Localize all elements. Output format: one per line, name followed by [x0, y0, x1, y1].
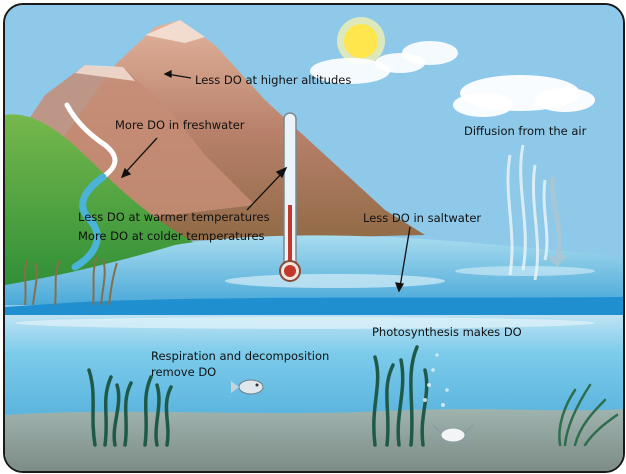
scene [5, 5, 623, 471]
arrows [120, 69, 411, 293]
label-colder: More DO at colder temperatures [78, 229, 265, 243]
label-photosynthesis: Photosynthesis makes DO [372, 325, 522, 339]
arrowhead-freshwater-icon [120, 167, 132, 179]
arrow-temperature [246, 171, 284, 211]
label-freshwater: More DO in freshwater [115, 118, 245, 132]
water-shine [225, 274, 445, 288]
diffusion-streaks [506, 144, 549, 281]
arrowhead-temperature-icon [275, 166, 288, 179]
reeds-icon [24, 256, 118, 306]
arrowhead-saltwater-icon [395, 282, 405, 293]
lake [5, 235, 623, 305]
water-surface-band [5, 297, 623, 317]
arrowhead-altitude-icon [163, 69, 172, 79]
surface-highlight [15, 317, 595, 329]
arrow-freshwater [124, 137, 158, 174]
seagrass-icon-right [558, 383, 619, 447]
label-respiration-line2: remove DO [151, 365, 217, 379]
thermometer-icon [279, 112, 301, 282]
fish-icon [231, 379, 264, 395]
arrow-saltwater [399, 226, 411, 288]
cloud-icon [310, 41, 595, 117]
diagram-frame: Less DO at higher altitudes More DO in f… [3, 3, 625, 473]
sun-icon [337, 17, 385, 65]
snow-cap [145, 20, 205, 43]
label-altitude: Less DO at higher altitudes [195, 73, 352, 87]
label-diffusion: Diffusion from the air [464, 124, 587, 138]
bubbles-icon [423, 353, 449, 407]
label-respiration-line1: Respiration and decomposition [151, 349, 330, 363]
snow-cap-front [75, 65, 135, 81]
underwater [5, 315, 623, 425]
label-warmer: Less DO at warmer temperatures [78, 210, 270, 224]
crab-icon [432, 424, 474, 446]
green-hill [5, 114, 199, 291]
label-saltwater: Less DO in saltwater [363, 211, 482, 225]
seagrass-icon [87, 368, 173, 447]
seabed [5, 409, 623, 471]
water-shine-2 [455, 266, 595, 276]
seagrass-icon-center [372, 345, 429, 447]
river-lower [71, 173, 107, 271]
river [64, 102, 118, 180]
diffusion-arrow-icon [548, 176, 567, 268]
